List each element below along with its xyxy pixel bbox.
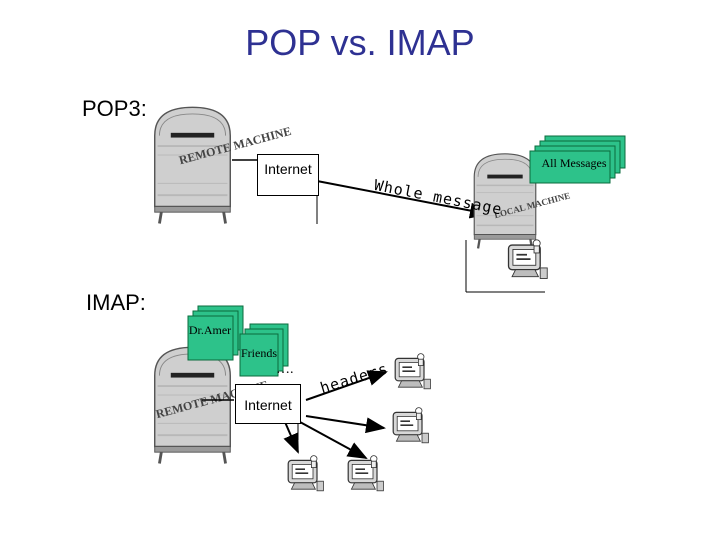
imap-internet-box: Internet xyxy=(235,384,301,424)
imap-computer-icon-1 xyxy=(394,352,432,390)
pop3-label: POP3: xyxy=(82,96,147,121)
imap-computer-icon-3 xyxy=(347,454,385,492)
imap-arrow-2 xyxy=(305,415,386,434)
imap-folder-dramer: Dr.Amer xyxy=(187,305,244,361)
imap-folder-friends: Friends xyxy=(239,323,289,377)
page-title: POP vs. IMAP xyxy=(245,22,475,63)
pop3-transfer-arrow xyxy=(316,180,490,219)
pop3-folder-stack: All Messages xyxy=(529,135,626,184)
imap-ellipsis: …. xyxy=(276,362,294,377)
imap-folder-label-1: Friends xyxy=(241,346,277,360)
imap-arrow-4 xyxy=(283,421,299,454)
imap-label: IMAP: xyxy=(86,290,146,315)
imap-arrow-3 xyxy=(299,421,368,459)
pop3-folder-label: All Messages xyxy=(542,156,607,170)
pop3-internet-label: Internet xyxy=(264,161,312,177)
imap-computer-icon-4 xyxy=(287,454,325,492)
imap-folder-label-0: Dr.Amer xyxy=(189,323,231,337)
pop3-computer-icon xyxy=(507,238,549,280)
imap-arrow-1 xyxy=(305,370,388,401)
imap-internet-label: Internet xyxy=(244,397,292,413)
pop3-internet-box: Internet xyxy=(257,154,319,196)
imap-computer-icon-2 xyxy=(392,406,430,444)
